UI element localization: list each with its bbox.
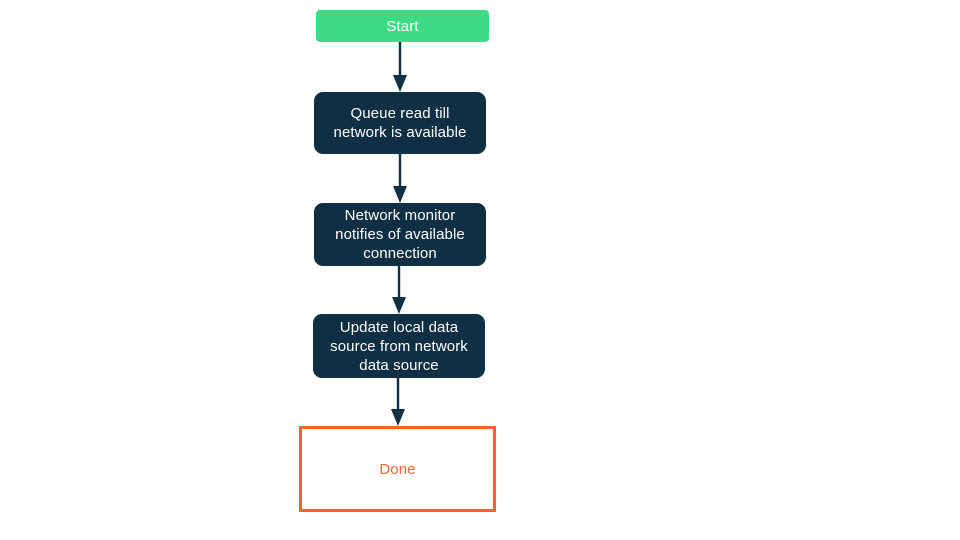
flow-node-update-local-label: Update local data source from network da… (330, 318, 468, 374)
flow-node-queue-read[interactable]: Queue read till network is available (314, 92, 486, 154)
flow-node-done-label: Done (379, 460, 416, 478)
flow-edge-update-local-to-done (391, 378, 405, 426)
flow-node-update-local[interactable]: Update local data source from network da… (313, 314, 485, 378)
flow-node-done[interactable]: Done (299, 426, 496, 512)
arrowhead-icon (391, 409, 405, 426)
arrowhead-icon (393, 186, 407, 203)
flow-node-network-monitor-label: Network monitor notifies of available co… (335, 207, 465, 262)
flow-node-network-monitor[interactable]: Network monitor notifies of available co… (314, 203, 486, 266)
arrowhead-icon (392, 297, 406, 314)
arrowhead-icon (393, 75, 407, 92)
flow-node-start[interactable]: Start (316, 10, 489, 42)
flow-edge-network-monitor-to-update-local (392, 266, 406, 314)
flow-edge-start-to-queue-read (393, 42, 407, 92)
flow-edge-queue-read-to-network-monitor (393, 154, 407, 203)
flow-node-queue-read-label: Queue read till network is available (333, 105, 467, 141)
flow-node-start-label: Start (386, 17, 419, 35)
